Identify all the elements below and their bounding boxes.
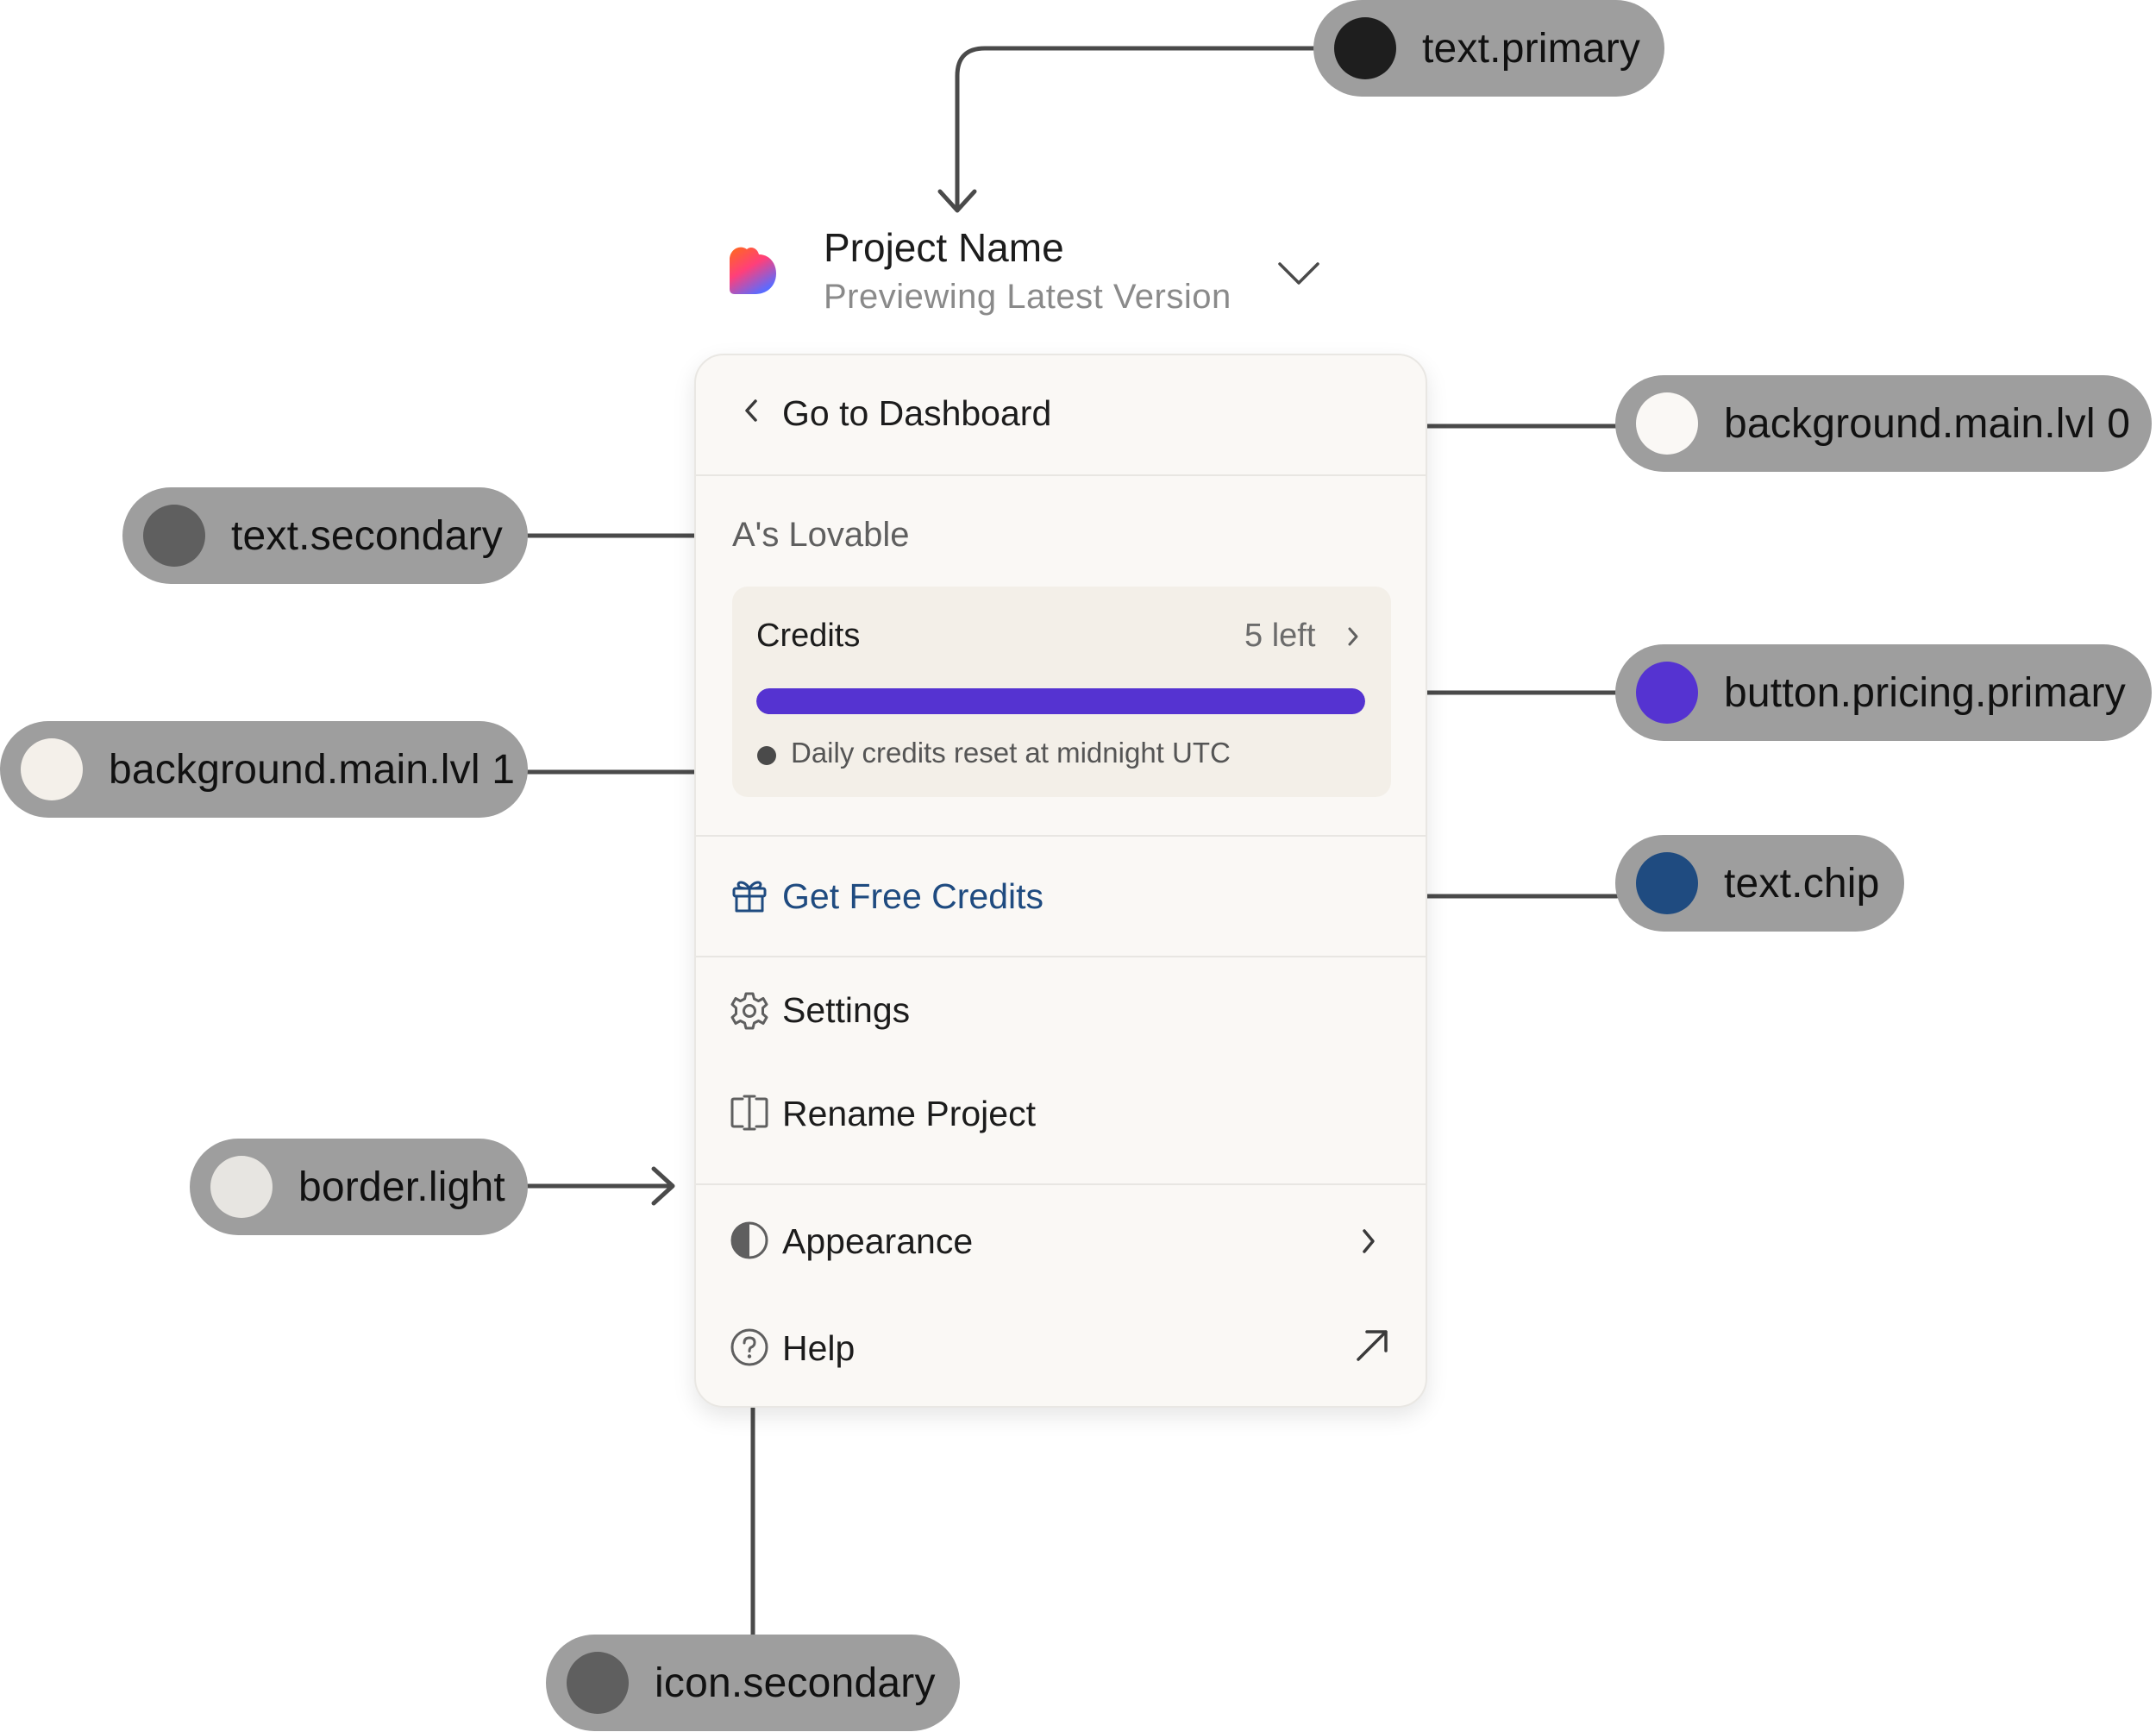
get-free-credits-item[interactable]: Get Free Credits xyxy=(696,837,1426,956)
token-pill-button-pricing: button.pricing.primary xyxy=(1615,644,2152,741)
token-label: button.pricing.primary xyxy=(1724,669,2126,716)
divider xyxy=(696,474,1426,476)
token-label: icon.secondary xyxy=(655,1660,936,1706)
credits-remaining: 5 left xyxy=(1244,618,1316,654)
token-label: text.primary xyxy=(1422,25,1641,72)
go-to-dashboard-item[interactable]: Go to Dashboard xyxy=(696,355,1426,474)
token-pill-bg-lvl0: background.main.lvl 0 xyxy=(1615,375,2152,472)
token-pill-text-primary: text.primary xyxy=(1313,0,1665,97)
credits-label: Credits xyxy=(756,618,861,654)
workspace-name: A's Lovable xyxy=(732,516,910,554)
color-swatch xyxy=(567,1652,629,1714)
color-swatch xyxy=(1636,852,1698,914)
chevron-right-icon xyxy=(1363,1229,1375,1253)
color-swatch xyxy=(210,1156,273,1218)
chevron-down-icon[interactable] xyxy=(1276,259,1321,288)
get-free-credits-label: Get Free Credits xyxy=(782,876,1044,916)
gift-icon xyxy=(732,881,767,913)
go-to-dashboard-label: Go to Dashboard xyxy=(782,393,1052,433)
token-pill-border-light: border.light xyxy=(190,1139,528,1235)
help-item[interactable]: Help xyxy=(696,1290,1426,1396)
project-title: Project Name xyxy=(824,225,1064,270)
status-dot-icon xyxy=(757,746,776,765)
divider xyxy=(696,835,1426,837)
lovable-logo-icon xyxy=(730,247,776,294)
color-swatch xyxy=(143,505,205,567)
credits-progress-bar xyxy=(756,688,1365,714)
credits-progress-fill xyxy=(756,688,1365,714)
token-pill-icon-secondary: icon.secondary xyxy=(546,1635,960,1731)
rename-project-item[interactable]: Rename Project xyxy=(696,1063,1426,1168)
contrast-icon xyxy=(730,1221,768,1259)
help-circle-icon xyxy=(730,1328,768,1366)
chevron-right-icon xyxy=(1348,627,1358,646)
rename-project-label: Rename Project xyxy=(782,1094,1036,1133)
arrow-text-primary xyxy=(955,46,1322,211)
divider xyxy=(696,956,1426,957)
rename-cursor-icon xyxy=(730,1095,768,1131)
color-swatch xyxy=(1334,17,1396,79)
project-menu-card: Go to Dashboard A's Lovable Credits 5 le… xyxy=(694,354,1427,1408)
appearance-item[interactable]: Appearance xyxy=(696,1185,1426,1290)
gear-icon xyxy=(730,992,768,1030)
settings-item[interactable]: Settings xyxy=(696,957,1426,1063)
token-label: background.main.lvl 1 xyxy=(109,746,516,793)
token-label: border.light xyxy=(298,1164,505,1210)
token-label: background.main.lvl 0 xyxy=(1724,400,2131,447)
color-swatch xyxy=(1636,392,1698,455)
divider xyxy=(696,1183,1426,1185)
help-label: Help xyxy=(782,1328,856,1368)
credits-panel[interactable]: Credits 5 left Daily credits reset at mi… xyxy=(732,587,1391,797)
color-swatch xyxy=(21,738,83,800)
token-label: text.chip xyxy=(1724,860,1880,907)
token-pill-bg-lvl1: background.main.lvl 1 xyxy=(0,721,528,818)
token-pill-text-chip: text.chip xyxy=(1615,835,1904,932)
credits-reset-note: Daily credits reset at midnight UTC xyxy=(791,737,1231,769)
project-subtitle: Previewing Latest Version xyxy=(824,278,1232,316)
token-pill-text-secondary: text.secondary xyxy=(122,487,528,584)
external-link-arrow-icon xyxy=(1357,1330,1388,1361)
appearance-label: Appearance xyxy=(782,1221,974,1261)
token-label: text.secondary xyxy=(231,512,503,559)
chevron-left-icon xyxy=(745,399,757,422)
settings-label: Settings xyxy=(782,990,911,1030)
color-swatch xyxy=(1636,662,1698,724)
